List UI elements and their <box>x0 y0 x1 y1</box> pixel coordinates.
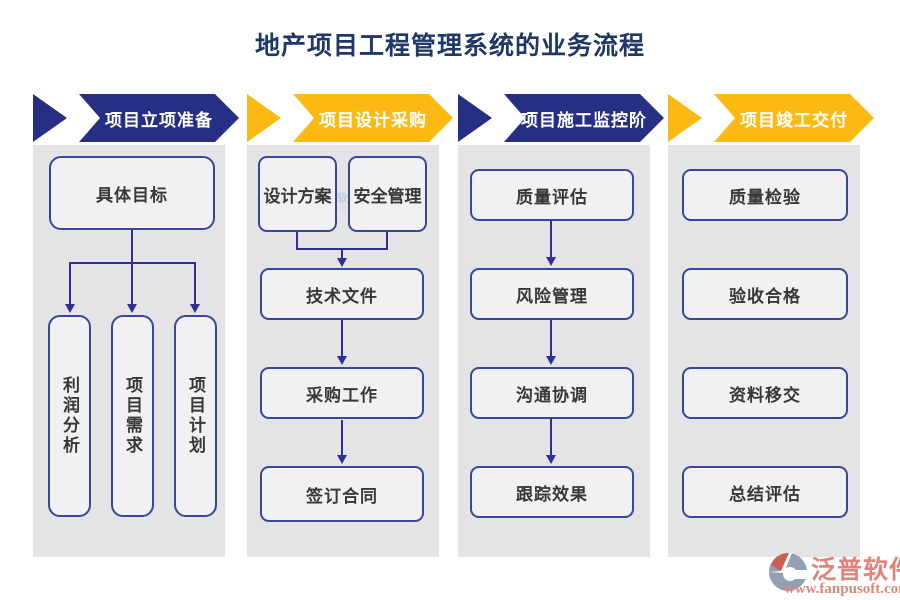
node-project-plan: 项目计划 <box>174 315 217 517</box>
node-communication-coordination: 沟通协调 <box>470 367 634 419</box>
node-risk-management: 风险管理 <box>470 268 634 320</box>
banner-arrow-shape <box>458 94 664 142</box>
node-acceptance-passed: 验收合格 <box>682 268 848 320</box>
node-safety-management: 安全管理 <box>348 156 427 232</box>
node-quality-assessment: 质量评估 <box>470 169 634 221</box>
node-tracking-results: 跟踪效果 <box>470 466 634 518</box>
banner-arrow-shape <box>668 94 874 142</box>
banner-arrow-shape <box>33 94 239 142</box>
page-title: 地产项目工程管理系统的业务流程 <box>254 32 645 60</box>
banner-label: 项目施工监控阶 <box>521 110 647 130</box>
node-quality-inspection: 质量检验 <box>682 169 848 221</box>
node-project-requirements: 项目需求 <box>111 315 154 517</box>
node-summary-evaluation: 总结评估 <box>682 466 848 518</box>
node-document-handover: 资料移交 <box>682 367 848 419</box>
banner-delivery: 项目竣工交付 <box>668 94 874 142</box>
banner-design: 项目设计采购 <box>247 94 453 142</box>
fanpu-logo-icon <box>769 552 808 591</box>
node-technical-documents: 技术文件 <box>260 268 424 320</box>
banner-arrow-shape <box>247 94 453 142</box>
banner-label: 项目竣工交付 <box>740 110 848 130</box>
vendor-logo: 泛普软件 www.fanpusoft.com <box>768 550 900 598</box>
node-specific-goals: 具体目标 <box>49 156 215 230</box>
banner-construction: 项目施工监控阶 <box>458 94 664 142</box>
banner-label: 项目设计采购 <box>319 110 427 130</box>
vendor-name: 泛普软件 <box>811 556 900 584</box>
node-profit-analysis: 利润分析 <box>48 315 91 517</box>
node-sign-contract: 签订合同 <box>260 466 424 522</box>
node-procurement-work: 采购工作 <box>260 367 424 419</box>
node-design-scheme: 设计方案 <box>258 156 337 232</box>
vendor-url: www.fanpusoft.com <box>784 581 900 597</box>
banner-initiation: 项目立项准备 <box>33 94 239 142</box>
banner-label: 项目立项准备 <box>105 110 213 130</box>
